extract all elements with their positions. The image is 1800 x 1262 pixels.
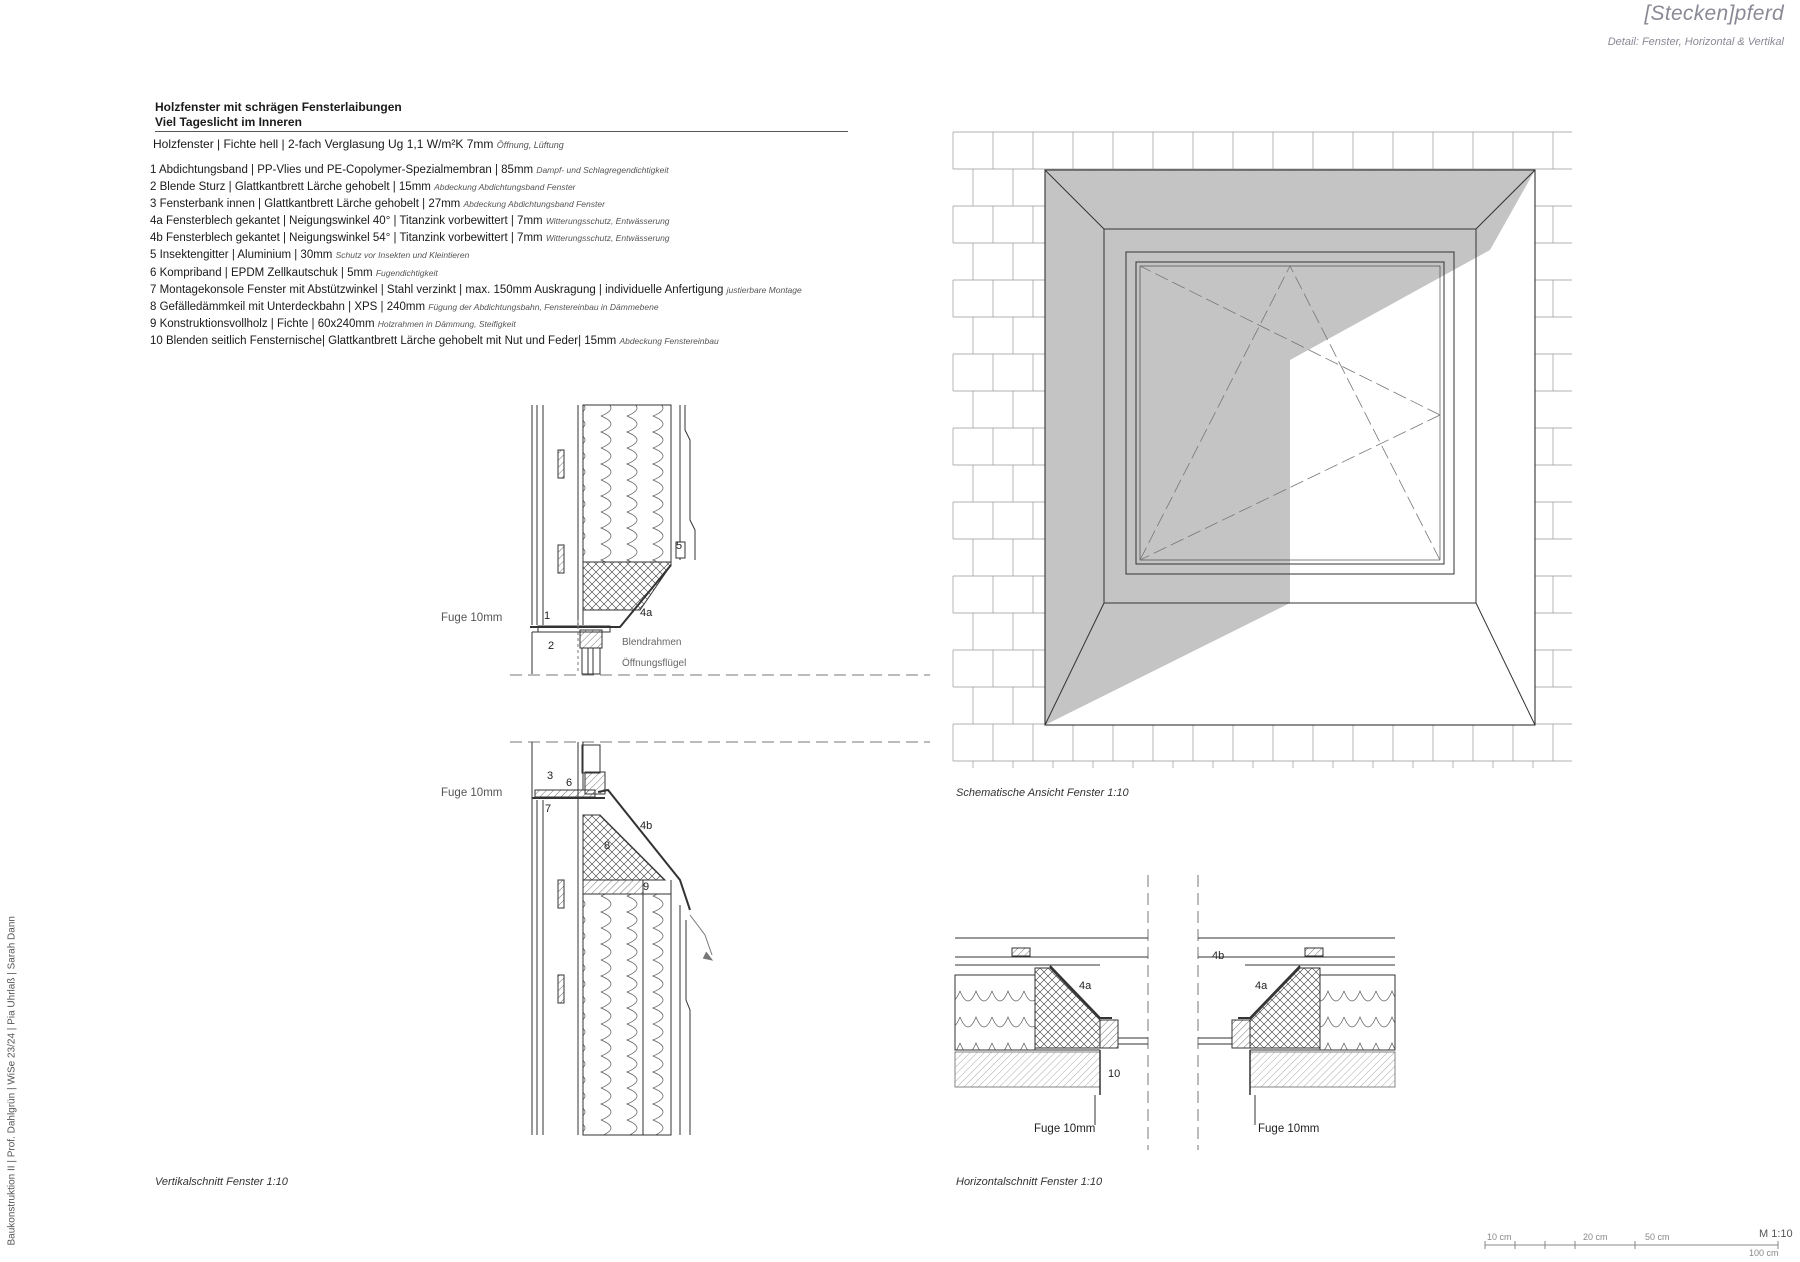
callout-4a-right: 4a (1255, 980, 1268, 992)
legend-text: 4a Fensterblech gekantet | Neigungswinke… (150, 215, 543, 228)
reveal-outer (1044, 169, 1536, 726)
legend-note: Witterungsschutz, Entwässerung (545, 233, 670, 244)
xps-wedge-right (1249, 967, 1321, 1049)
legend-note: justierbare Montage (726, 284, 802, 295)
horizontal-section (954, 875, 1396, 1150)
reveal-inner (1103, 228, 1477, 604)
vertical-section-top (510, 404, 930, 676)
page-subtitle: Detail: Fenster, Horizontal & Vertikal (1607, 36, 1784, 48)
scale-bar (1484, 1241, 1779, 1249)
window-sash (1135, 261, 1445, 565)
callout-6: 6 (566, 777, 573, 789)
legend-note: Fügung der Abdichtungsbahn, Fenstereinba… (428, 301, 659, 312)
vertical-section-bottom (510, 741, 930, 1136)
legend-note: Witterungsschutz, Entwässerung (545, 216, 670, 227)
schematic-view (952, 131, 1572, 768)
scale-100: 100 cm (1749, 1248, 1779, 1258)
shadow-area (1045, 170, 1535, 725)
window-frame (1125, 251, 1455, 575)
joint-label-right: Fuge 10mm (1258, 1123, 1320, 1135)
callout-4a-left: 4a (1079, 980, 1092, 992)
component-legend: 1 Abdichtungsband | PP-Vlies und PE-Copo… (150, 162, 802, 350)
scale-10: 10 cm (1487, 1232, 1512, 1242)
callout-3: 3 (547, 770, 554, 782)
legend-note: Abdeckung Fenstereinbau (619, 335, 719, 346)
brand-title: [Stecken]pferd (1644, 2, 1784, 25)
spec-note: Öffnung, Lüftung (496, 140, 564, 150)
callout-1: 1 (544, 610, 551, 622)
caption-horizontal: Horizontalschnitt Fenster 1:10 (956, 1176, 1103, 1188)
legend-item: 1 Abdichtungsband | PP-Vlies und PE-Copo… (150, 162, 802, 179)
legend-note: Dampf- und Schlagregendichtigkeit (536, 165, 669, 175)
title-line-1: Holzfenster mit schrägen Fensterlaibunge… (155, 100, 402, 114)
legend-item: 10 Blenden seitlich Fensternische| Glatt… (150, 333, 802, 350)
callout-10: 10 (1108, 1068, 1121, 1080)
legend-item: 2 Blende Sturz | Glattkantbrett Lärche g… (150, 179, 802, 196)
callout-8: 8 (604, 840, 611, 852)
legend-item: 9 Konstruktionsvollholz | Fichte | 60x24… (150, 316, 802, 333)
legend-item: 8 Gefälledämmkeil mit Unterdeckbahn | XP… (150, 299, 802, 316)
callout-2: 2 (548, 640, 555, 652)
scale-ratio: M 1:10 (1759, 1228, 1793, 1240)
legend-text: 5 Insektengitter | Aluminium | 30mm (150, 249, 333, 262)
joint-label-bottom: Fuge 10mm (441, 787, 503, 799)
legend-note: Abdeckung Abdichtungsband Fenster (434, 182, 576, 193)
legend-text: 1 Abdichtungsband | PP-Vlies und PE-Copo… (150, 164, 534, 176)
title-divider (155, 131, 848, 132)
legend-note: Fugendichtigkeit (375, 267, 438, 278)
legend-text: 3 Fensterbank innen | Glattkantbrett Lär… (150, 198, 461, 211)
legend-item: 3 Fensterbank innen | Glattkantbrett Lär… (150, 196, 802, 213)
callout-5: 5 (676, 540, 683, 552)
legend-item: 5 Insektengitter | Aluminium | 30mm Schu… (150, 247, 802, 264)
joint-label-left: Fuge 10mm (1034, 1123, 1096, 1135)
xps-wedge-bottom (582, 814, 667, 881)
legend-text: 2 Blende Sturz | Glattkantbrett Lärche g… (150, 181, 431, 194)
sash-label: Öffnungsflügel (622, 658, 687, 669)
legend-item: 7 Montagekonsole Fenster mit Abstützwink… (150, 282, 802, 299)
window-spec: Holzfenster | Fichte hell | 2-fach Vergl… (153, 137, 564, 151)
legend-note: Holzrahmen in Dämmung, Steifigkeit (377, 318, 516, 329)
legend-text: 9 Konstruktionsvollholz | Fichte | 60x24… (150, 317, 375, 330)
callout-4a-vertical: 4a (640, 607, 653, 619)
callout-4b-right: 4b (1212, 950, 1225, 962)
scale-20: 20 cm (1583, 1232, 1608, 1242)
legend-note: Abdeckung Abdichtungsband Fenster (463, 199, 605, 210)
callout-4b-vertical: 4b (640, 820, 653, 832)
legend-text: 7 Montagekonsole Fenster mit Abstützwink… (150, 283, 724, 296)
caption-vertical: Vertikalschnitt Fenster 1:10 (155, 1176, 288, 1188)
legend-text: 10 Blenden seitlich Fensternische| Glatt… (150, 334, 617, 347)
callout-7: 7 (545, 803, 552, 815)
joint-label-top: Fuge 10mm (441, 612, 503, 624)
sheet-title: Holzfenster mit schrägen Fensterlaibunge… (155, 100, 402, 130)
caption-view: Schematische Ansicht Fenster 1:10 (956, 787, 1129, 799)
xps-wedge-top (582, 561, 672, 611)
spec-main: Holzfenster | Fichte hell | 2-fach Vergl… (153, 137, 494, 151)
callout-9: 9 (643, 881, 650, 893)
legend-text: 4b Fensterblech gekantet | Neigungswinke… (150, 232, 543, 245)
legend-note: Schutz vor Insekten und Kleintieren (335, 250, 470, 261)
legend-text: 8 Gefälledämmkeil mit Unterdeckbahn | XP… (150, 300, 426, 313)
legend-item: 4a Fensterblech gekantet | Neigungswinke… (150, 213, 802, 230)
legend-text: 6 Kompriband | EPDM Zellkautschuk | 5mm (150, 266, 373, 279)
legend-item: 6 Kompriband | EPDM Zellkautschuk | 5mm … (150, 265, 802, 282)
frame-label: Blendrahmen (622, 637, 682, 648)
legend-item: 4b Fensterblech gekantet | Neigungswinke… (150, 230, 802, 247)
opening-indicator (1139, 265, 1441, 561)
scale-50: 50 cm (1645, 1232, 1670, 1242)
title-line-2: Viel Tageslicht im Inneren (155, 115, 302, 129)
